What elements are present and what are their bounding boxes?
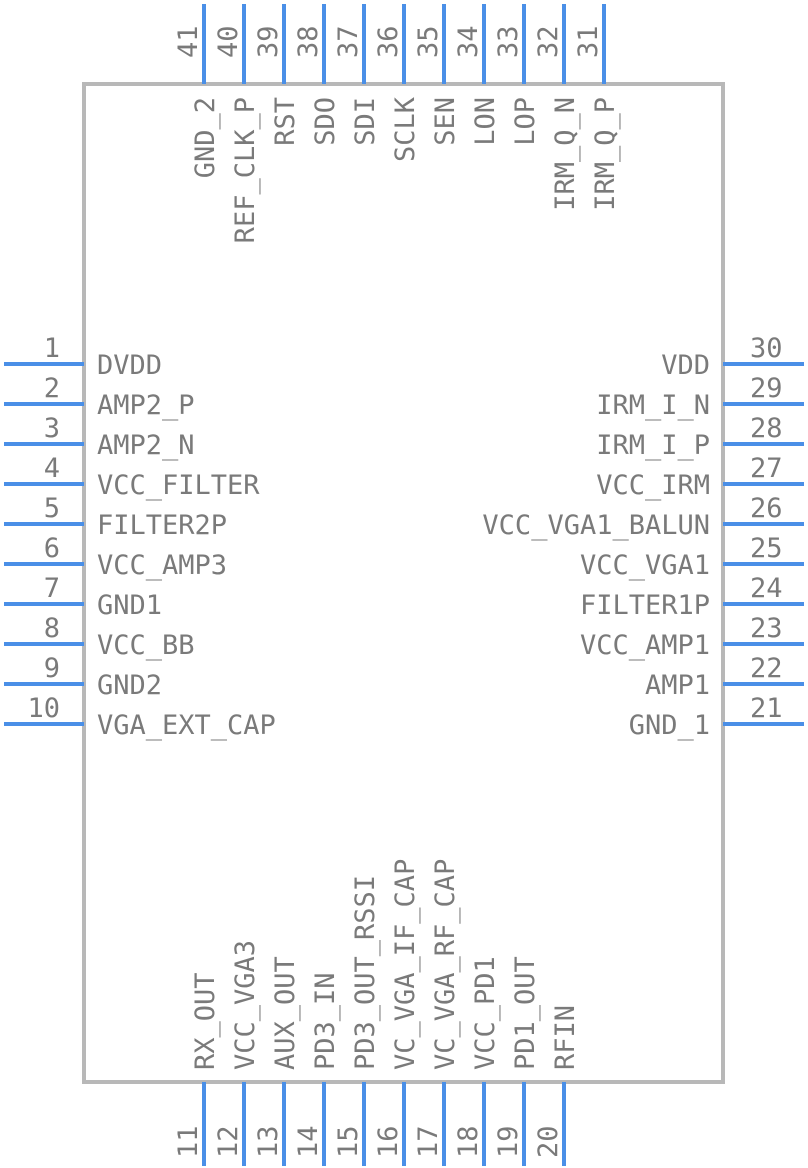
pin-number-9: 9 bbox=[44, 653, 60, 684]
pin-label-11: RX_OUT bbox=[190, 972, 221, 1070]
pin-label-35: SEN bbox=[430, 97, 461, 146]
pin-number-6: 6 bbox=[44, 533, 60, 564]
pin-number-8: 8 bbox=[44, 613, 60, 644]
pin-label-12: VCC_VGA3 bbox=[230, 940, 261, 1070]
pin-label-33: LOP bbox=[510, 97, 541, 146]
pin-label-15: PD3_OUT_RSSI bbox=[350, 875, 381, 1070]
pin-label-17: VC_VGA_RF_CAP bbox=[430, 859, 461, 1070]
pin-label-23: VCC_AMP1 bbox=[580, 630, 710, 661]
pin-label-25: VCC_VGA1 bbox=[580, 550, 710, 581]
pin-label-21: GND_1 bbox=[629, 710, 710, 741]
pin-number-14: 14 bbox=[293, 1125, 324, 1158]
pin-label-27: VCC_IRM bbox=[596, 470, 710, 501]
pin-number-10: 10 bbox=[27, 693, 60, 724]
pin-label-13: AUX_OUT bbox=[270, 956, 301, 1070]
pin-label-6: VCC_AMP3 bbox=[97, 550, 227, 581]
pin-number-22: 22 bbox=[750, 653, 783, 684]
pin-number-41: 41 bbox=[173, 25, 204, 58]
pin-label-31: IRM_Q_P bbox=[590, 97, 621, 211]
pin-label-41: GND_2 bbox=[190, 97, 221, 178]
pin-number-18: 18 bbox=[453, 1125, 484, 1158]
pin-number-13: 13 bbox=[253, 1125, 284, 1158]
ic-package-body bbox=[82, 82, 725, 1084]
pin-label-40: REF_CLK_P bbox=[230, 97, 261, 243]
pin-number-11: 11 bbox=[173, 1125, 204, 1158]
pin-number-25: 25 bbox=[750, 533, 783, 564]
pin-label-1: DVDD bbox=[97, 350, 162, 381]
pin-label-16: VC_VGA_IF_CAP bbox=[390, 859, 421, 1070]
pin-label-18: VCC_PD1 bbox=[470, 956, 501, 1070]
pin-number-40: 40 bbox=[213, 25, 244, 58]
pin-number-34: 34 bbox=[453, 25, 484, 58]
pin-number-3: 3 bbox=[44, 413, 60, 444]
pin-label-29: IRM_I_N bbox=[596, 390, 710, 421]
pin-number-37: 37 bbox=[333, 25, 364, 58]
pin-number-2: 2 bbox=[44, 373, 60, 404]
pin-label-8: VCC_BB bbox=[97, 630, 195, 661]
pin-label-5: FILTER2P bbox=[97, 510, 227, 541]
pin-label-39: RST bbox=[270, 97, 301, 146]
pin-number-1: 1 bbox=[44, 333, 60, 364]
pin-label-9: GND2 bbox=[97, 670, 162, 701]
pin-label-24: FILTER1P bbox=[580, 590, 710, 621]
pin-label-34: LON bbox=[470, 97, 501, 146]
pin-number-32: 32 bbox=[533, 25, 564, 58]
pin-number-4: 4 bbox=[44, 453, 60, 484]
pin-label-3: AMP2_N bbox=[97, 430, 195, 461]
pin-number-31: 31 bbox=[573, 25, 604, 58]
pin-label-22: AMP1 bbox=[645, 670, 710, 701]
pin-label-30: VDD bbox=[661, 350, 710, 381]
pin-number-7: 7 bbox=[44, 573, 60, 604]
pin-label-14: PD3_IN bbox=[310, 972, 341, 1070]
pin-number-24: 24 bbox=[750, 573, 783, 604]
pin-label-26: VCC_VGA1_BALUN bbox=[482, 510, 710, 541]
pin-number-39: 39 bbox=[253, 25, 284, 58]
pin-number-16: 16 bbox=[373, 1125, 404, 1158]
pin-number-17: 17 bbox=[413, 1125, 444, 1158]
pin-label-7: GND1 bbox=[97, 590, 162, 621]
pin-number-21: 21 bbox=[750, 693, 783, 724]
pin-number-28: 28 bbox=[750, 413, 783, 444]
pin-label-20: RFIN bbox=[550, 1005, 581, 1070]
pin-number-36: 36 bbox=[373, 25, 404, 58]
pin-label-28: IRM_I_P bbox=[596, 430, 710, 461]
pin-number-38: 38 bbox=[293, 25, 324, 58]
pin-number-26: 26 bbox=[750, 493, 783, 524]
pin-number-19: 19 bbox=[493, 1125, 524, 1158]
pin-number-23: 23 bbox=[750, 613, 783, 644]
pin-label-10: VGA_EXT_CAP bbox=[97, 710, 276, 741]
pin-number-15: 15 bbox=[333, 1125, 364, 1158]
pin-label-36: SCLK bbox=[390, 96, 421, 162]
pin-number-33: 33 bbox=[493, 25, 524, 58]
pin-number-20: 20 bbox=[533, 1125, 564, 1158]
pin-label-19: PD1_OUT bbox=[510, 956, 541, 1070]
pin-number-30: 30 bbox=[750, 333, 783, 364]
pin-label-4: VCC_FILTER bbox=[97, 470, 260, 501]
pin-label-32: IRM_Q_N bbox=[550, 97, 581, 211]
pin-label-37: SDI bbox=[350, 97, 381, 146]
pin-number-5: 5 bbox=[44, 493, 60, 524]
pin-number-29: 29 bbox=[750, 373, 783, 404]
pin-number-12: 12 bbox=[213, 1125, 244, 1158]
pin-label-38: SDO bbox=[310, 97, 341, 146]
pin-number-35: 35 bbox=[413, 25, 444, 58]
pin-label-2: AMP2_P bbox=[97, 390, 195, 421]
pin-number-27: 27 bbox=[750, 453, 783, 484]
